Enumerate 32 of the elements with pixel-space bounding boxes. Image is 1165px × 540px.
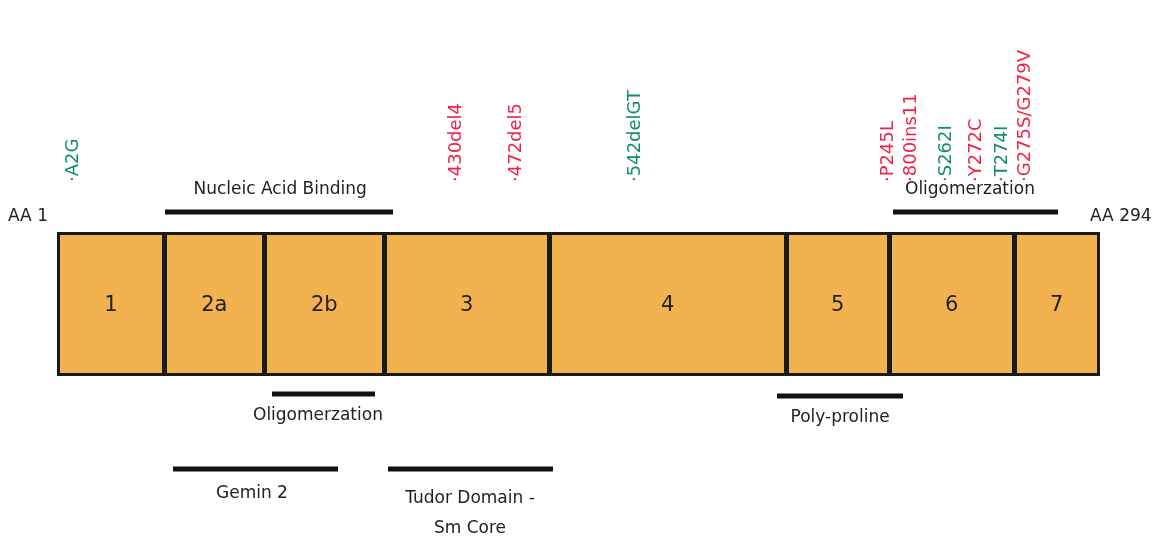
exon-box: [888, 232, 1015, 376]
residue-label: AA 1: [8, 205, 48, 225]
residue-label: AA 294: [1090, 205, 1152, 225]
mutation-label: ·G275S/G279V: [1014, 49, 1034, 182]
exon-box: [383, 232, 550, 376]
exon-box: [548, 232, 787, 376]
mutation-label: ·542delGT: [624, 90, 644, 182]
exon-number: 3: [460, 292, 474, 316]
exon-number: 5: [831, 292, 845, 316]
mutation-label: ·Y272C: [965, 118, 985, 182]
domain-label: Poly-proline: [790, 406, 890, 426]
exon-number: 2b: [310, 292, 338, 316]
mutation-label: ·P245L: [877, 121, 897, 182]
domain-label: Tudor Domain - Sm Core: [404, 486, 536, 539]
exon-number: 7: [1050, 292, 1064, 316]
exon-box: [1013, 232, 1100, 376]
domain-label: Gemin 2: [216, 482, 288, 502]
mutation-label: ·A2G: [62, 138, 82, 182]
domain-label: Nucleic Acid Binding: [193, 178, 367, 198]
exon-number: 4: [661, 292, 675, 316]
mutation-label: ·S262I: [935, 125, 955, 182]
mutation-label: ·430del4: [445, 102, 465, 182]
mutation-label: ·472del5: [505, 102, 525, 182]
exon-box: [57, 232, 165, 376]
exon-box: [785, 232, 890, 376]
exon-number: 2a: [201, 292, 228, 316]
domain-label: Oligomerzation: [253, 404, 383, 424]
exon-box: [163, 232, 265, 376]
exon-number: 6: [945, 292, 959, 316]
exon-box: [263, 232, 385, 376]
mutation-label: ·800ins11: [900, 93, 920, 182]
exon-number: 1: [104, 292, 118, 316]
